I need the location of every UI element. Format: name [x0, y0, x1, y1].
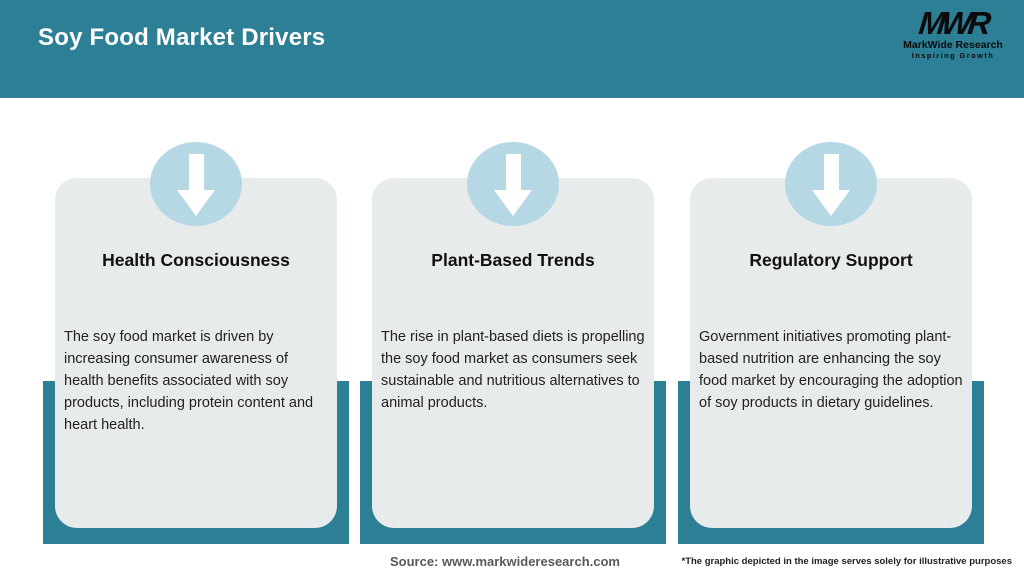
card-panel — [372, 178, 654, 528]
arrow-down-icon — [785, 142, 877, 226]
arrow-down-icon — [467, 142, 559, 226]
arrow-stem — [188, 154, 204, 190]
card-description: The rise in plant-based diets is propell… — [381, 329, 645, 411]
arrow-head — [812, 190, 850, 216]
driver-card-regulatory-support: Regulatory Support Government initiative… — [678, 142, 984, 544]
card-title: Regulatory Support — [749, 250, 913, 270]
logo-tagline: Inspiring Growth — [911, 51, 995, 60]
card-title: Plant-Based Trends — [431, 250, 595, 270]
page-title: Soy Food Market Drivers — [38, 24, 326, 51]
card-panel — [690, 178, 972, 528]
arrow-stem — [505, 154, 521, 190]
arrow-stem — [823, 154, 839, 190]
card-title: Health Consciousness — [102, 250, 290, 270]
arrow-head — [177, 190, 215, 216]
driver-card-plant-based-trends: Plant-Based Trends The rise in plant-bas… — [360, 142, 666, 544]
disclaimer-text: *The graphic depicted in the image serve… — [681, 556, 1013, 567]
arrow-head — [494, 190, 532, 216]
markwide-research-logo: MWR MarkWide Research Inspiring Growth — [898, 5, 1008, 61]
logo-name: MarkWide Research — [903, 39, 1003, 51]
arrow-down-icon — [150, 142, 242, 226]
source-text: Source: www.markwideresearch.com — [389, 554, 620, 569]
card-description: Government initiatives promoting plant-b… — [699, 329, 963, 411]
card-description: The soy food market is driven by increas… — [64, 329, 314, 433]
driver-card-health-consciousness: Health Consciousness The soy food market… — [43, 142, 349, 544]
header-band: Soy Food Market Drivers MWR MarkWide Res… — [0, 0, 1024, 98]
mwr-monogram-icon: MWR — [917, 5, 989, 41]
card-panel — [55, 178, 337, 528]
